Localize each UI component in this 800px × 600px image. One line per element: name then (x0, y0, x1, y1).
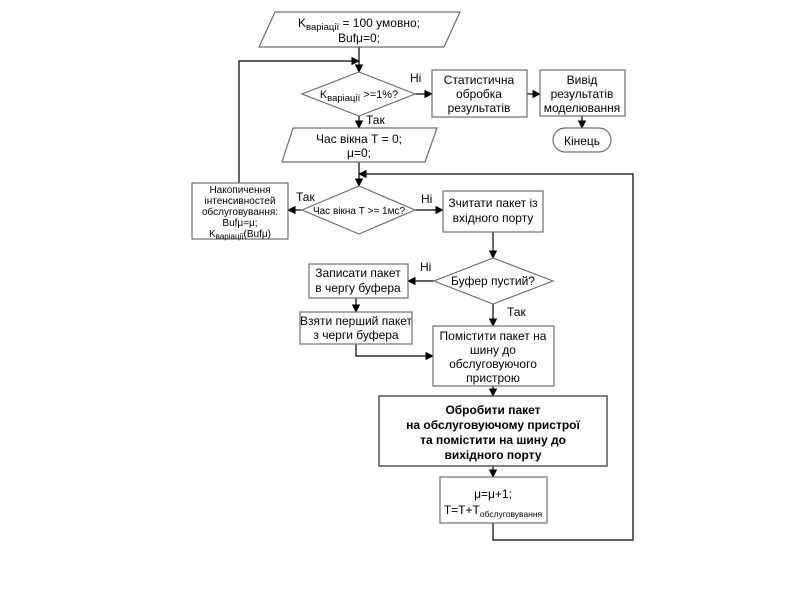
label-no-variation: Ні (410, 71, 421, 85)
decision-variation: Kваріації >=1%? (300, 71, 417, 117)
stat-line3: результатів (448, 101, 511, 115)
init-line2: Bufμ=0; (338, 31, 380, 45)
place-line1: Помістити пакет на (440, 329, 547, 343)
accumulate-line3: обслуговування: (202, 206, 278, 218)
output-line2: результатів (551, 87, 614, 101)
write-line2: в чергу буфера (315, 281, 401, 295)
place-line2: шину до (470, 343, 516, 357)
decision-window-time: Час вікна Т >= 1мс? (300, 185, 417, 235)
label-no-buffer: Ні (420, 260, 431, 274)
label-yes-window: Так (296, 190, 315, 204)
take-line1: Взяти перший пакет (300, 314, 413, 328)
arrow-update-loop (358, 169, 634, 541)
accumulate-line5: Kваріації(Bufμ) (209, 229, 271, 241)
update-line1: μ=μ+1; (474, 487, 512, 501)
take-line2: з черги буфера (313, 328, 399, 342)
end-label: Кінець (564, 134, 600, 148)
arrow-accumulate-loop (238, 56, 360, 183)
label-yes-variation: Так (366, 113, 385, 127)
block-write-packet: Записати пакет в чергу буфера (308, 263, 409, 299)
write-line1: Записати пакет (315, 266, 401, 280)
label-yes-buffer: Так (507, 305, 526, 319)
update-line2: T=T+Tобслуговування (444, 503, 543, 519)
block-place-bus: Помістити пакет на шину до обслуговуючог… (432, 325, 555, 387)
read-line2: вхідного порту (453, 211, 534, 225)
decision-variation-label: Kваріації >=1%? (320, 89, 398, 104)
block-accumulate: Накопичення інтенсивностей обслуговуванн… (191, 182, 289, 241)
block-window-init: Час вікна Т = 0; μ=0; (281, 127, 438, 163)
decision-buffer-empty: Буфер пустий? (432, 257, 555, 305)
init-line1: Kваріації = 100 умовно; (298, 16, 420, 33)
block-stat-processing: Статистична обробка результатів (431, 69, 528, 118)
block-take-packet: Взяти перший пакет з черги буфера (299, 311, 413, 345)
arrow-take-to-place (355, 344, 434, 361)
output-line1: Вивід (567, 73, 598, 87)
block-process: Обробити пакет на обслуговуючому пристро… (378, 395, 608, 467)
process-line1: Обробити пакет (445, 403, 540, 417)
decision-window-label: Час вікна Т >= 1мс? (313, 206, 406, 217)
block-init: Kваріації = 100 умовно; Bufμ=0; (258, 11, 461, 48)
block-output-results: Вивід результатів моделювання (539, 69, 626, 117)
block-end: Кінець (552, 127, 612, 153)
process-line3: та помістити на шину до (420, 433, 566, 447)
place-line4: пристрою (466, 371, 520, 385)
stat-line2: обробка (456, 87, 502, 101)
connectors (238, 47, 634, 541)
read-line1: Зчитати пакет із (448, 196, 538, 210)
process-line4: вихідного порту (444, 448, 541, 462)
accumulate-line1: Накопичення (209, 185, 270, 196)
place-line3: обслуговуючого (449, 357, 537, 371)
decision-buffer-label: Буфер пустий? (451, 274, 535, 288)
accumulate-line4: Bufμ=μ; (222, 218, 257, 229)
accumulate-line2: інтенсивностей (205, 196, 276, 207)
block-update: μ=μ+1; T=T+Tобслуговування (439, 476, 548, 524)
block-read-packet: Зчитати пакет із вхідного порту (442, 190, 544, 233)
label-no-window: Ні (421, 192, 432, 206)
process-line2: на обслуговуючому пристрої (406, 418, 580, 432)
window-init-line1: Час вікна Т = 0; (316, 132, 402, 146)
stat-line1: Статистична (444, 73, 515, 87)
window-init-line2: μ=0; (347, 146, 371, 160)
output-line3: моделювання (544, 101, 621, 115)
